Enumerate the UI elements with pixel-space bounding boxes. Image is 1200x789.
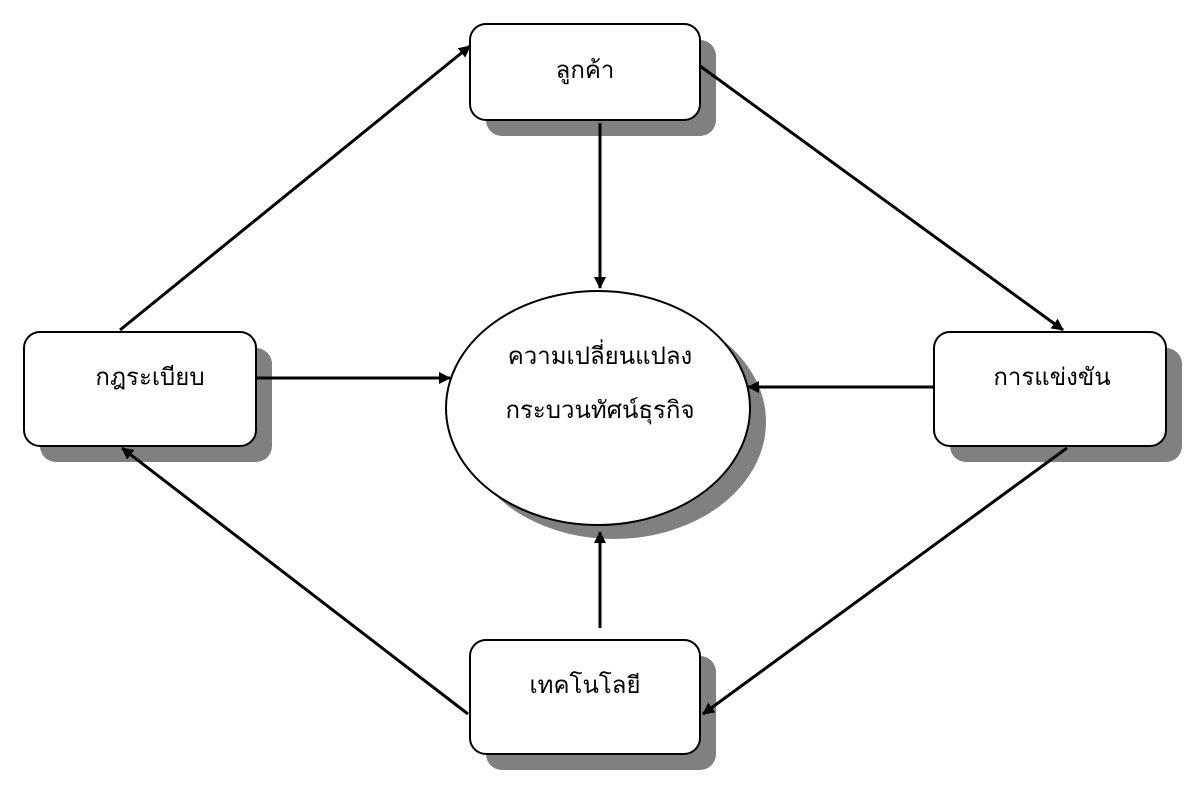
arrows	[119, 44, 1068, 716]
competition-label: การแข่งขัน	[993, 363, 1110, 391]
node-competition: การแข่งขัน	[933, 331, 1167, 447]
node-customer: ลูกค้า	[469, 23, 701, 121]
center-label-line2: กระบวนทัศน์ธุรกิจ	[505, 396, 694, 425]
technology-label: เทคโนโลยี	[529, 671, 640, 699]
arrow-technology-to-regulation	[121, 446, 469, 716]
center-label-line1: ความเปลี่ยนแปลง	[508, 339, 693, 370]
arrow-regulation-to-customer	[119, 44, 471, 332]
arrow-competition-to-technology	[702, 446, 1068, 716]
node-center: ความเปลี่ยนแปลง กระบวนทัศน์ธุรกิจ	[445, 290, 751, 526]
node-technology: เทคโนโลยี	[469, 639, 701, 755]
node-regulation: กฎระเบียบ	[23, 331, 257, 447]
regulation-label: กฎระเบียบ	[95, 363, 204, 391]
customer-label: ลูกค้า	[556, 56, 615, 85]
arrow-customer-to-competition	[699, 64, 1064, 332]
